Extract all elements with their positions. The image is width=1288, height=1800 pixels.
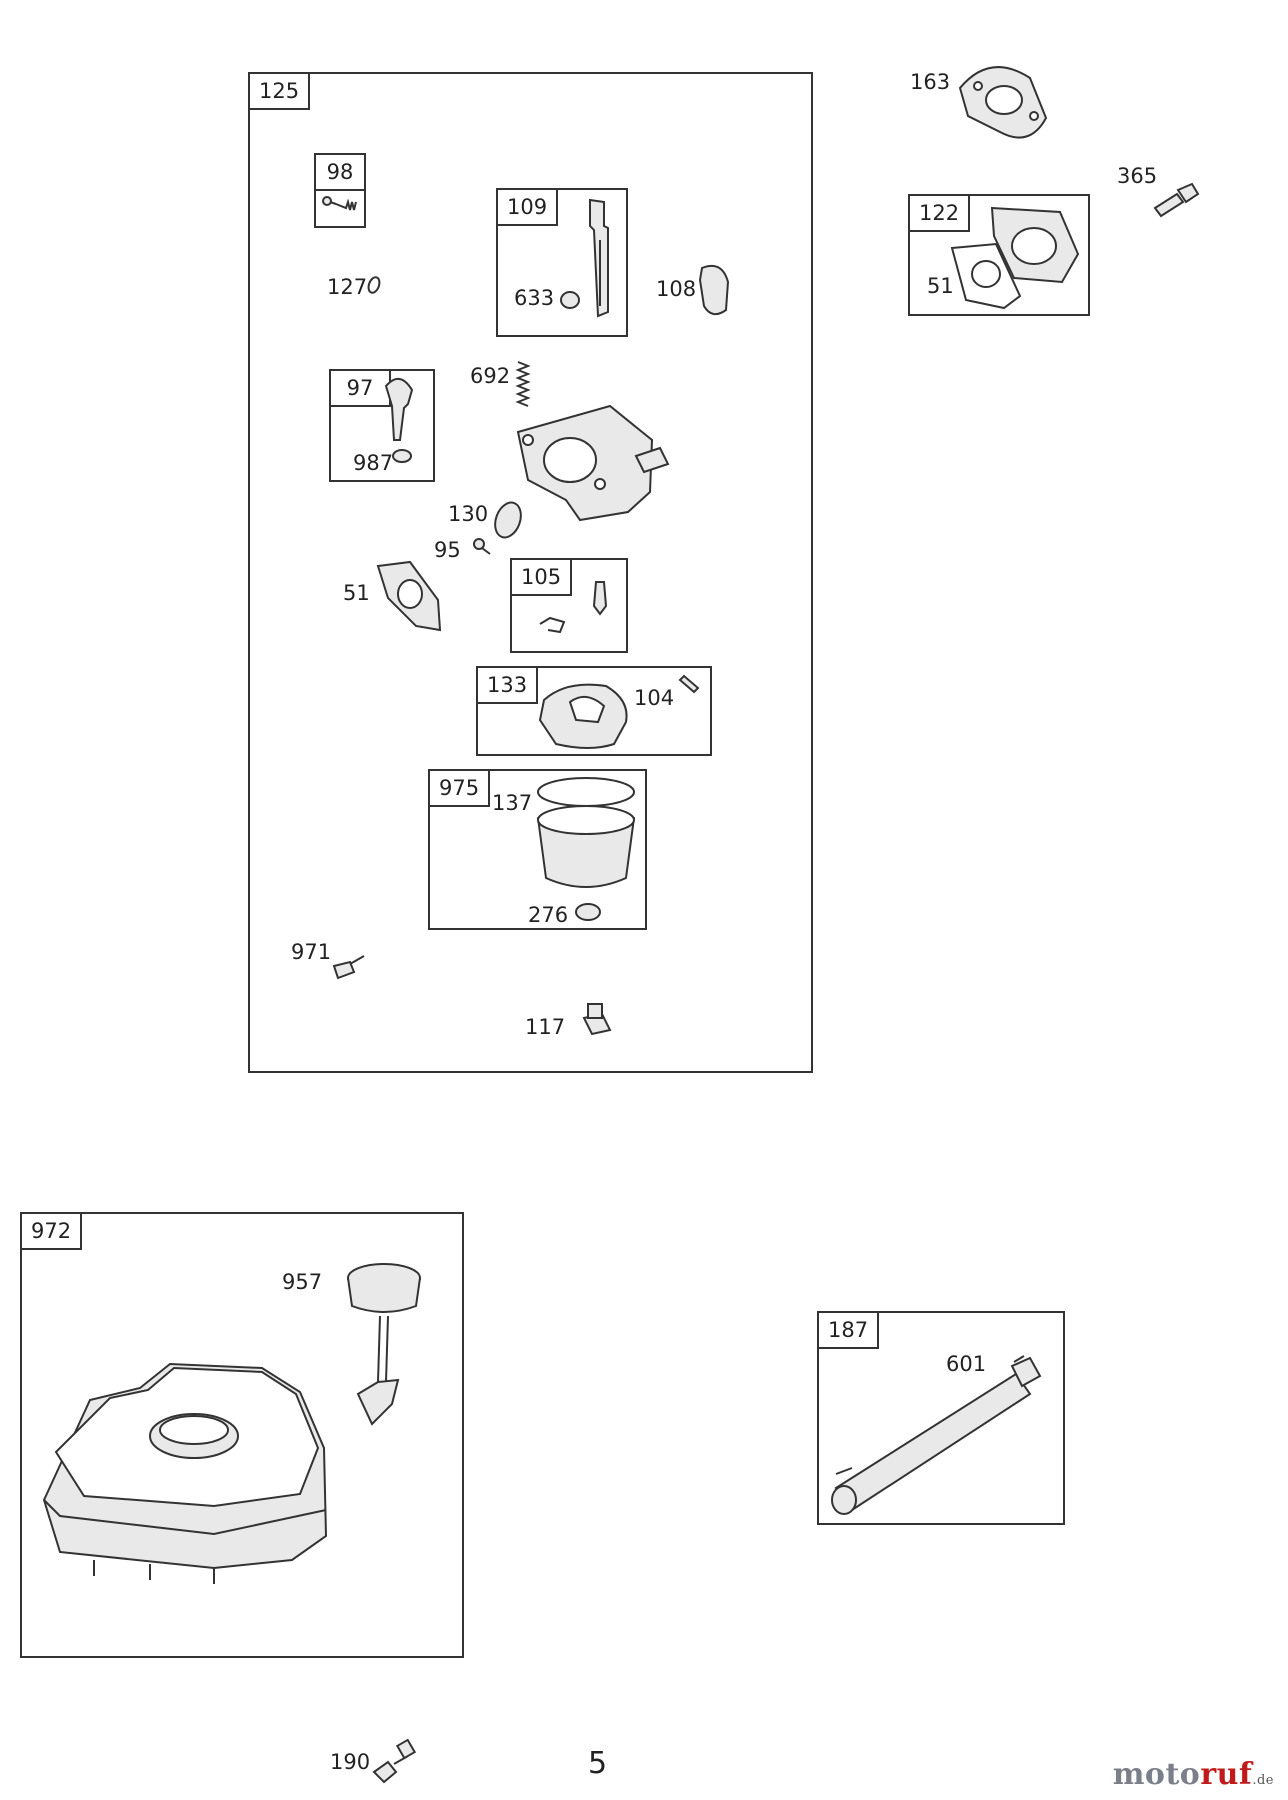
group-label: 125 bbox=[250, 74, 311, 110]
part-label-108: 108 bbox=[656, 277, 697, 301]
part-label-130: 130 bbox=[448, 502, 489, 526]
part-label-95: 95 bbox=[434, 538, 461, 562]
part-label-190: 190 bbox=[330, 1750, 371, 1774]
group-975: 975 bbox=[428, 769, 647, 930]
group-label: 109 bbox=[498, 190, 559, 226]
group-label: 98 bbox=[316, 155, 364, 191]
group-label: 105 bbox=[512, 560, 573, 596]
carburetor-body-drawing bbox=[516, 404, 670, 522]
group-label: 133 bbox=[478, 668, 539, 704]
part-label-51: 51 bbox=[343, 581, 370, 605]
group-label: 972 bbox=[22, 1214, 83, 1250]
part-label-127: 127 bbox=[327, 275, 368, 299]
part-label-601: 601 bbox=[946, 1352, 987, 1376]
float-bowl-975-drawing bbox=[536, 777, 636, 921]
bolt-971-drawing bbox=[332, 955, 365, 980]
group-187: 187 bbox=[817, 1311, 1065, 1525]
part-label-117: 117 bbox=[525, 1015, 566, 1039]
part-label-365: 365 bbox=[1117, 164, 1158, 188]
group-97: 97 bbox=[329, 369, 435, 482]
part-label-987: 987 bbox=[353, 451, 394, 475]
part-label-957: 957 bbox=[282, 1270, 323, 1294]
group-label: 97 bbox=[331, 371, 391, 407]
brand-logo: motoruf.de bbox=[1113, 1757, 1274, 1792]
group-972: 972 bbox=[20, 1212, 464, 1658]
spacer-122-drawing bbox=[950, 206, 1080, 310]
fuel-tank-972-drawing bbox=[42, 1362, 328, 1584]
part-label-104: 104 bbox=[634, 686, 675, 710]
part-label-971: 971 bbox=[291, 940, 332, 964]
group-133: 133 bbox=[476, 666, 712, 756]
group-122: 122 bbox=[908, 194, 1090, 316]
spring-692-drawing bbox=[515, 361, 531, 407]
fuel-line-601-drawing bbox=[831, 1355, 1042, 1515]
float-133-drawing bbox=[538, 674, 700, 749]
part-label-137: 137 bbox=[492, 791, 533, 815]
group-125: 125 bbox=[248, 72, 813, 1073]
throttle-plate-130-drawing bbox=[494, 501, 522, 539]
group-label: 122 bbox=[910, 196, 971, 232]
plate-108-drawing bbox=[698, 264, 730, 316]
gasket-163-drawing bbox=[958, 66, 1048, 139]
bolt-190-drawing bbox=[372, 1738, 417, 1784]
group-label: 187 bbox=[819, 1313, 880, 1349]
group-109: 109 bbox=[496, 188, 628, 337]
group-98: 98 bbox=[314, 153, 366, 228]
gasket-51-drawing bbox=[376, 560, 442, 632]
page-number: 5 bbox=[588, 1746, 608, 1781]
part-label-276: 276 bbox=[528, 903, 569, 927]
screw-98-drawing bbox=[322, 196, 357, 211]
part-label-51: 51 bbox=[927, 274, 954, 298]
group-label: 975 bbox=[430, 771, 491, 807]
brand-tld: .de bbox=[1252, 1773, 1274, 1788]
screw-95-drawing bbox=[473, 538, 491, 555]
part-label-692: 692 bbox=[470, 364, 511, 388]
fuel-cap-957-drawing bbox=[347, 1263, 421, 1426]
brand-name-red: ruf bbox=[1200, 1757, 1253, 1792]
screw-365-drawing bbox=[1153, 182, 1200, 218]
nut-117-drawing bbox=[582, 1003, 612, 1036]
group-105: 105 bbox=[510, 558, 628, 653]
shaft-109-drawing bbox=[560, 198, 609, 318]
needle-105-drawing bbox=[539, 581, 608, 634]
o-ring-127-drawing bbox=[367, 276, 381, 294]
lever-97-drawing bbox=[384, 378, 414, 463]
part-label-163: 163 bbox=[910, 70, 951, 94]
part-label-633: 633 bbox=[514, 286, 555, 310]
brand-name-gray: moto bbox=[1112, 1757, 1201, 1792]
